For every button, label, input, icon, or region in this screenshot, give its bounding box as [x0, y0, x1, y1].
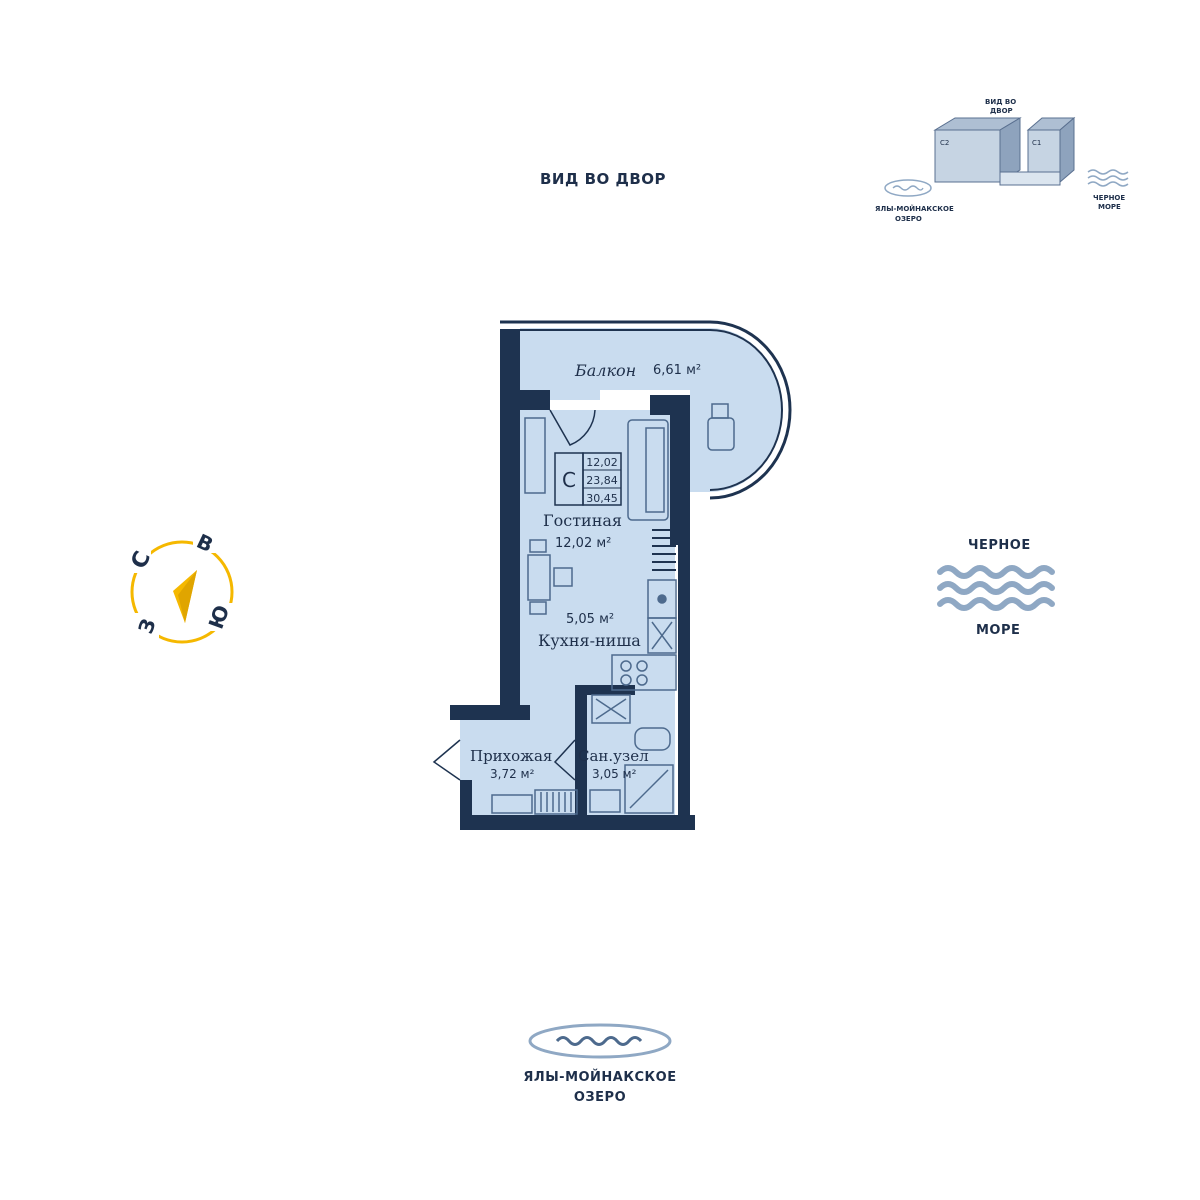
lake-icon	[528, 1023, 672, 1059]
bathroom-area: 3,05 м²	[592, 767, 637, 781]
apartment-type-letter: C	[562, 468, 576, 492]
minimap-courtyard-label-2: ДВОР	[990, 107, 1013, 115]
hallway-area: 3,72 м²	[490, 767, 535, 781]
building-c2-label: C2	[940, 139, 949, 147]
minimap-sea-label-2: МОРЕ	[1098, 203, 1121, 211]
building-c2	[933, 117, 1022, 183]
sea-waves-icon	[937, 565, 1055, 611]
area-living-value: 12,02	[586, 456, 618, 469]
bathroom-fixtures	[589, 727, 674, 814]
radiator-icon	[652, 529, 676, 571]
shoe-rack-icon	[491, 789, 578, 815]
living-room-area: 12,02 м²	[555, 536, 611, 551]
kitchen-area: 5,05 м²	[566, 612, 614, 627]
lake-label: ЯЛЫ-МОЙНАКСКОЕ ОЗЕРО	[500, 1068, 700, 1108]
living-room-name: Гостиная	[543, 511, 622, 530]
lake-label-line2: ОЗЕРО	[573, 1090, 627, 1105]
balcony-chair-icon	[707, 403, 735, 451]
balcony-name: Балкон	[574, 361, 636, 380]
minimap-sea-label-1: ЧЕРНОЕ	[1093, 194, 1125, 202]
lake-label-line1: ЯЛЫ-МОЙНАКСКОЕ	[523, 1070, 677, 1085]
minimap-lake-label-2: ОЗЕРО	[895, 215, 922, 223]
sofa-icon	[627, 419, 669, 521]
building-c1	[999, 116, 1076, 186]
building-c1-label: C1	[1032, 139, 1041, 147]
minimap-sea-icon	[1087, 169, 1129, 187]
vent-shaft-icon	[591, 694, 631, 724]
sea-label-bottom: МОРЕ	[976, 623, 1021, 638]
wardrobe-icon	[524, 417, 546, 494]
doors	[432, 409, 596, 781]
balcony-area: 6,61 м²	[653, 363, 701, 378]
kitchen-name: Кухня-ниша	[538, 631, 641, 650]
minimap-lake-label-1: ЯЛЫ-МОЙНАКСКОЕ	[875, 204, 954, 213]
compass: С В Ю З	[127, 529, 234, 644]
walls	[450, 330, 695, 830]
courtyard-view-label: ВИД ВО ДВОР	[540, 170, 667, 188]
area-balcony-value: 30,45	[586, 492, 618, 505]
site-minimap: C2 C1 ВИД ВО ДВОР ЯЛЫ-МОЙНАКСКОЕ ОЗЕРО Ч…	[875, 98, 1129, 223]
bathroom-name: Сан.узел	[578, 747, 649, 765]
hallway-name: Прихожая	[470, 747, 552, 765]
dining-table-icon	[527, 539, 573, 615]
kitchen-units	[611, 579, 677, 691]
minimap-courtyard-label-1: ВИД ВО	[985, 98, 1016, 106]
balcony-area	[500, 320, 792, 500]
apartment-info-box	[554, 452, 622, 506]
minimap-lake-icon	[884, 179, 932, 197]
floor-plan: C 12,02 23,84 30,45 Балкон 6,61 м² Гости…	[432, 320, 792, 830]
area-total-value: 23,84	[586, 474, 618, 487]
sea-label-top: ЧЕРНОЕ	[968, 538, 1031, 553]
